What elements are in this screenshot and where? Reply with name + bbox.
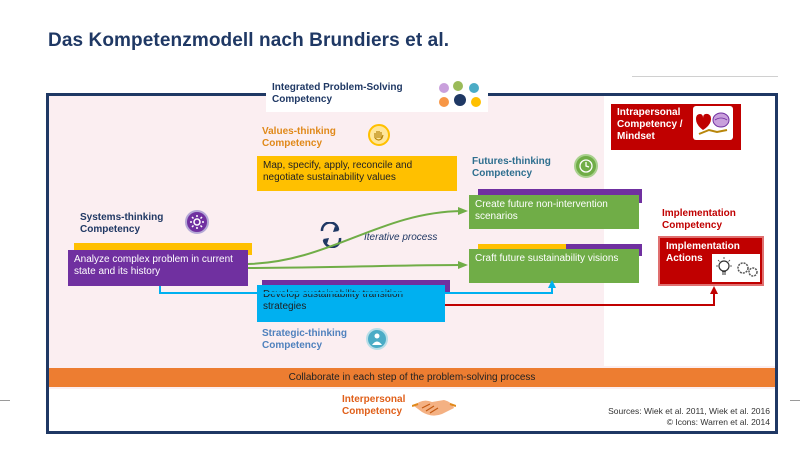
collaborate-bar: Collaborate in each step of the problem-… [49, 368, 775, 387]
decor-line-left [0, 400, 10, 401]
handshake-icon [412, 400, 456, 416]
futures-competency-label: Futures-thinking Competency [472, 156, 551, 179]
slide-title: Das Kompetenzmodell nach Brundiers et al… [48, 30, 450, 51]
cycle-arrows-icon [320, 222, 342, 248]
gear-icon [185, 210, 209, 234]
iterative-process-label: Iterative process [364, 232, 438, 243]
decor-line-top [632, 76, 778, 77]
clock-icon [574, 154, 598, 178]
decor-line-right [790, 400, 800, 401]
frame-white-panel-bottom [49, 389, 775, 431]
integrated-label-backing [266, 80, 488, 112]
sources-text: Sources: Wiek et al. 2011, Wiek et al. 2… [560, 406, 770, 428]
competency-cluster-icon [439, 81, 481, 107]
lightbulb-gears-icon [712, 254, 760, 282]
implementation-competency-label: Implementation Competency [662, 208, 736, 231]
interpersonal-competency-label: Interpersonal Competency [342, 394, 406, 417]
values-competency-label: Values-thinking Competency [262, 126, 336, 149]
person-icon [366, 328, 388, 350]
sources-line-1: Sources: Wiek et al. 2011, Wiek et al. 2… [608, 406, 770, 416]
systems-box: Analyze complex problem in current state… [68, 250, 248, 286]
strategic-competency-label: Strategic-thinking Competency [262, 328, 348, 351]
sources-line-2: © Icons: Warren et al. 2014 [666, 417, 770, 427]
strategic-box: Develop sustainability transition strate… [257, 285, 445, 322]
implementation-box-label: Implementation Actions [666, 241, 740, 264]
futures-box-visions: Craft future sustainability visions [469, 249, 639, 283]
integrated-competency-label: Integrated Problem-Solving Competency [272, 82, 403, 105]
futures-box-nonintervention: Create future non-intervention scenarios [469, 195, 639, 229]
systems-competency-label: Systems-thinking Competency [80, 212, 164, 235]
values-box: Map, specify, apply, reconcile and negot… [257, 156, 457, 191]
hand-icon [368, 124, 390, 146]
heart-brain-icon [693, 106, 733, 140]
